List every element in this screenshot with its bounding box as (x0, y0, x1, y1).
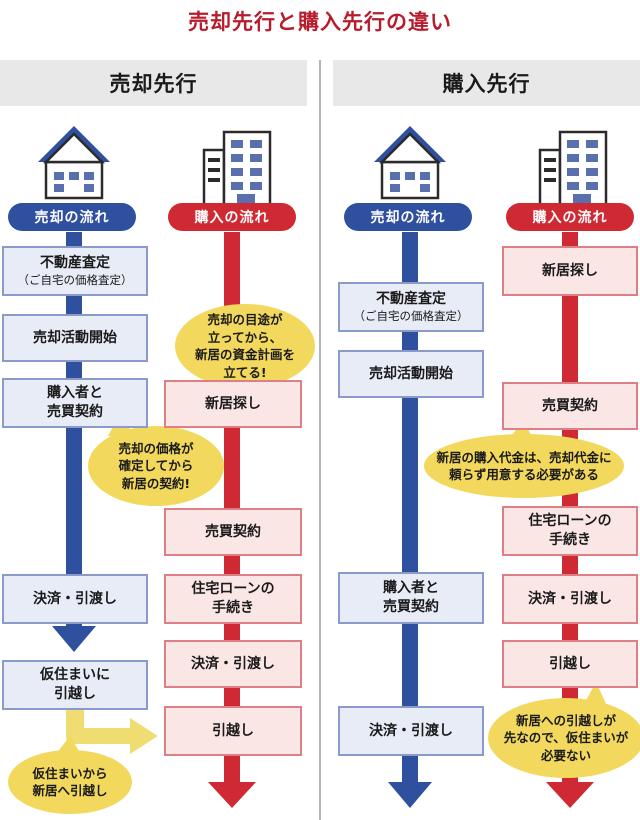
left-step-settlement: 決済・引渡し (2, 574, 148, 624)
step-sub-text: （ご自宅の価格査定） (17, 272, 133, 287)
house-icon (38, 126, 110, 200)
left-sell-flow-label: 売却の流れ (8, 203, 136, 231)
right-step-buy-settlement: 決済・引渡し (502, 574, 638, 624)
left-step-start-selling: 売却活動開始 (2, 314, 148, 362)
right-step-moving: 引越し (502, 640, 638, 688)
step-main-text: 不動産査定 (376, 290, 446, 307)
step-main-text: 不動産査定 (40, 254, 110, 271)
column-heading-buy-first: 購入先行 (333, 60, 640, 106)
left-step-house-hunting: 新居探し (164, 380, 302, 428)
left-buy-flow-label: 購入の流れ (168, 203, 296, 231)
left-step-buy-settlement: 決済・引渡し (164, 640, 302, 688)
right-step-loan-procedure: 住宅ローンの 手続き (502, 506, 638, 556)
right-step-sale-contract: 購入者と 売買契約 (338, 572, 484, 624)
step-sub-text: （ご自宅の価格査定） (353, 308, 469, 323)
bubble-shape (8, 304, 640, 814)
left-step-purchase-contract: 売買契約 (164, 508, 302, 556)
right-step-house-hunting: 新居探し (502, 246, 638, 296)
right-step-start-selling: 売却活動開始 (338, 350, 484, 398)
left-step-temporary-move: 仮住まいに 引越し (2, 660, 148, 710)
building-icon (202, 130, 272, 208)
left-bubble-funding-plan: 売却の目途が 立ってから、 新居の資金計画を 立てる! (194, 312, 295, 380)
right-buy-flow-label: 購入の流れ (506, 203, 634, 231)
left-step-appraisal: 不動産査定 （ご自宅の価格査定） (2, 246, 148, 296)
left-step-loan-procedure: 住宅ローンの 手続き (164, 574, 302, 624)
building-icon (538, 130, 608, 208)
right-bubble-no-temp-housing: 新居への引越しが 先なので、仮住まいが 必要ない (503, 712, 629, 763)
column-heading-sell-first: 売却先行 (0, 60, 307, 106)
left-step-moving: 引越し (164, 706, 302, 756)
page-title: 売却先行と購入先行の違い (188, 10, 452, 34)
house-icon (374, 126, 446, 200)
right-step-settlement: 決済・引渡し (338, 706, 484, 756)
column-divider (319, 60, 321, 820)
left-bubble-temp-to-new: 仮住まいから 新居へ引越し (32, 765, 108, 799)
left-step-sale-contract: 購入者と 売買契約 (2, 378, 148, 428)
left-bubble-price-fixed: 売却の価格が 確定してから 新居の契約! (118, 440, 194, 491)
move-to-new-home-arrow (66, 708, 158, 754)
right-step-purchase-contract: 売買契約 (502, 382, 638, 430)
right-sell-flow-label: 売却の流れ (344, 203, 472, 231)
right-bubble-prepare-funds: 新居の購入代金は、売却代金に 頼らず用意する必要がある (436, 449, 612, 483)
right-step-appraisal: 不動産査定 （ご自宅の価格査定） (338, 282, 484, 332)
